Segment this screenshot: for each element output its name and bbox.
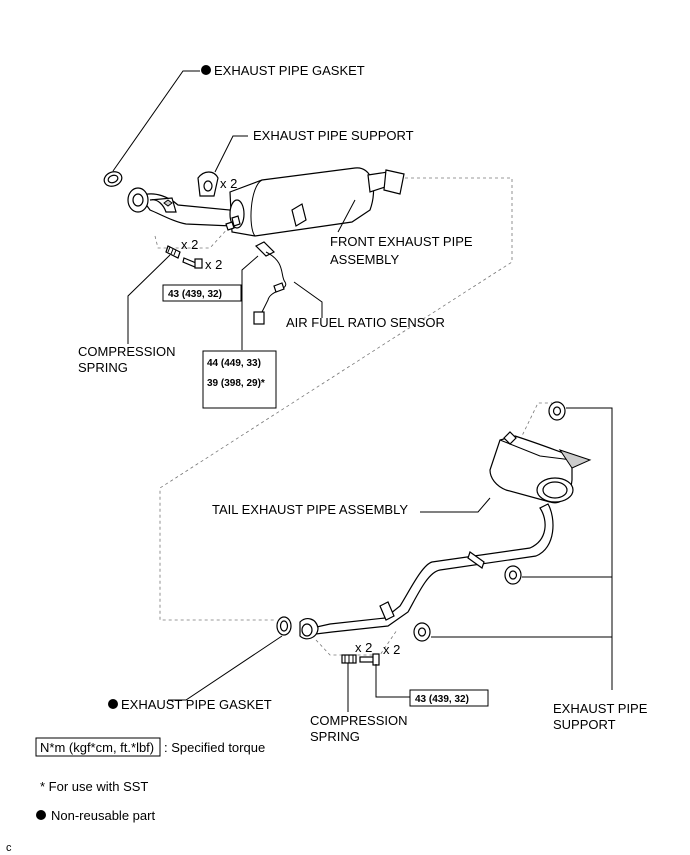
tail-exhaust-pipe-assembly-part [299,431,592,640]
label-front-pipe-2: ASSEMBLY [330,252,399,267]
exhaust-pipe-support-bottom-part-2 [504,565,522,585]
label-front-pipe-1: FRONT EXHAUST PIPE [330,234,473,249]
dashed-guide-bottom-bolts [315,629,398,656]
label-spring-bottom-1: COMPRESSION [310,713,408,728]
exhaust-pipe-support-top-part [197,171,219,197]
torque-top-bolt: 43 (439, 32) [168,289,222,300]
label-af-sensor: AIR FUEL RATIO SENSOR [286,315,445,330]
corner-code: c [6,842,12,854]
leader-bolt-bottom [375,664,410,698]
compression-spring-bottom-part [341,654,357,664]
label-support-bottom-1: EXHAUST PIPE [553,701,648,716]
bolt-top-part [182,257,203,269]
exhaust-pipe-support-bottom-part-3 [413,622,431,642]
label-support-top: EXHAUST PIPE SUPPORT [253,128,414,143]
leader-spring-top [127,254,171,344]
leader-support-top [214,135,248,173]
label-gasket-bottom: EXHAUST PIPE GASKET [121,697,272,712]
dashed-guide-front-flange [154,225,231,249]
torque-box-top-bolt [162,284,242,302]
torque-sensor-2: 39 (398, 29)* [207,378,265,389]
leader-gasket-top [112,70,200,172]
bolt-bottom-part [359,653,380,666]
legend-non-reusable: Non-reusable part [51,808,155,823]
leader-support-bottom [431,407,613,690]
legend-sst-note: * For use with SST [40,779,148,794]
torque-sensor-1: 44 (449, 33) [207,358,261,369]
label-spring-top-2: SPRING [78,360,128,375]
legend-torque-box [35,737,161,757]
legend-bullet-icon [36,810,46,820]
exhaust-pipe-gasket-bottom-part [276,616,292,636]
front-exhaust-pipe-assembly-part [127,167,405,237]
torque-box-bottom-bolt [409,689,489,707]
exhaust-pipe-gasket-top-part [103,171,123,187]
label-gasket-top: EXHAUST PIPE GASKET [214,63,365,78]
leader-sensor-torque [241,255,259,350]
legend-torque-text: : Specified torque [164,740,265,755]
qty-bolt-top: x 2 [205,257,222,272]
qty-spring-top: x 2 [181,237,198,252]
leader-gasket-bottom [168,635,283,701]
dashed-guide-top-support [519,402,552,441]
qty-spring-bottom: x 2 [355,640,372,655]
torque-box-sensor [202,350,277,409]
non-reusable-bullet-top [201,65,211,75]
qty-support-top: x 2 [220,176,237,191]
label-support-bottom-2: SUPPORT [553,717,616,732]
non-reusable-bullet-bottom [108,699,118,709]
leader-front-pipe [337,199,356,233]
label-spring-bottom-2: SPRING [310,729,360,744]
legend-torque-units: N*m (kgf*cm, ft.*lbf) [40,740,154,755]
label-spring-top-1: COMPRESSION [78,344,176,359]
exhaust-pipe-support-bottom-part-1 [548,401,566,421]
leader-tail-pipe [420,497,491,513]
compression-spring-top-part [165,245,181,259]
air-fuel-ratio-sensor-part [253,241,287,325]
label-tail-pipe: TAIL EXHAUST PIPE ASSEMBLY [212,502,408,517]
leader-af-sensor [293,281,323,318]
torque-bottom-bolt: 43 (439, 32) [415,694,469,705]
qty-bolt-bottom: x 2 [383,642,400,657]
